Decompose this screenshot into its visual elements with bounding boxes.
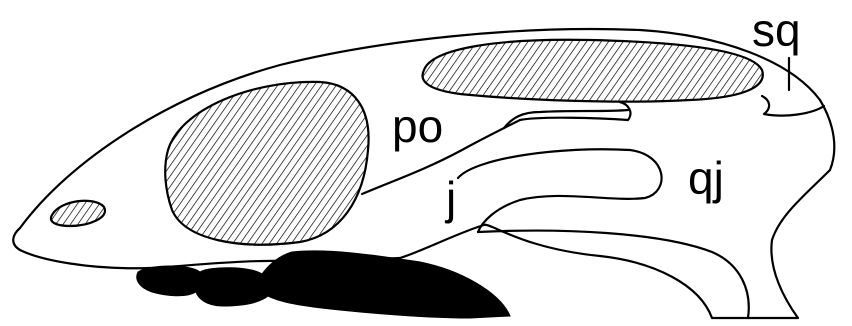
label-qj: qj	[688, 152, 724, 204]
label-j: j	[444, 172, 456, 224]
label-po: po	[392, 100, 443, 152]
temporal-fenestra	[423, 40, 763, 102]
label-sq: sq	[752, 4, 801, 56]
